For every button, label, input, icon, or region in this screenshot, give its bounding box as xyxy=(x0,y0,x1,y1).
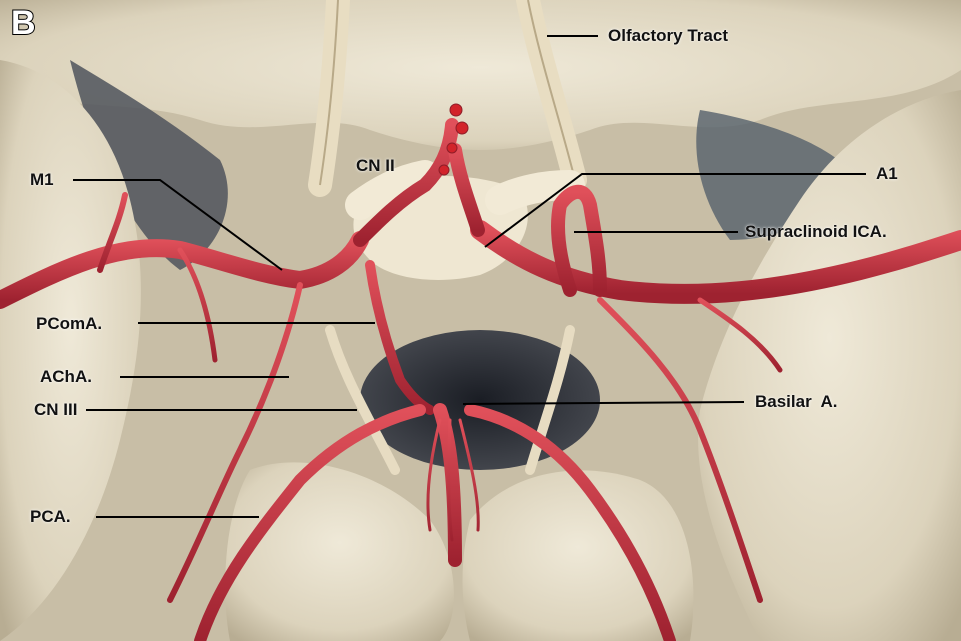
left-branch-1 xyxy=(177,247,218,363)
left-m1-artery xyxy=(0,231,369,309)
panel-letter: B xyxy=(10,4,37,42)
optic-nerve-left xyxy=(345,160,440,220)
central-perforators xyxy=(426,418,480,542)
label-olfactory-tract: Olfactory Tract xyxy=(608,26,728,45)
left-recess xyxy=(70,60,228,270)
label-m1: M1 xyxy=(30,170,54,189)
label-acha: AChA. xyxy=(40,367,92,386)
oculomotor-nerve-right xyxy=(525,325,575,475)
injection-markers xyxy=(438,103,469,176)
oculomotor-nerve-left xyxy=(325,325,400,475)
leader-m1 xyxy=(73,179,283,271)
basilar-artery xyxy=(433,403,462,567)
pcoma-artery xyxy=(365,260,435,415)
left-branch-2 xyxy=(97,192,128,273)
right-branch-1 xyxy=(597,297,763,603)
label-supraclinoid-ica: Supraclinoid ICA. xyxy=(745,222,887,241)
right-branch-2 xyxy=(697,297,783,373)
label-cn-iii: CN III xyxy=(34,400,78,419)
brainstem-right xyxy=(462,470,694,641)
supraclinoid-ica xyxy=(551,184,607,297)
leader-basilar xyxy=(462,401,745,405)
label-basilar-artery: Basilar A. xyxy=(755,392,838,411)
left-temporal-lobe xyxy=(0,60,141,641)
a1-artery-right xyxy=(448,143,485,237)
label-a1: A1 xyxy=(876,164,898,183)
label-cn-ii: CN II xyxy=(356,156,395,175)
left-acha-artery xyxy=(167,282,303,603)
label-pca: PCA. xyxy=(30,507,71,526)
arteries xyxy=(0,118,961,641)
leader-lines xyxy=(73,35,866,518)
optic-nerve-right xyxy=(485,170,585,215)
leader-a1 xyxy=(484,173,866,248)
label-pcoma: PComA. xyxy=(36,314,103,333)
olfactory-tract-left-edge xyxy=(319,0,339,186)
right-temporal-lobe xyxy=(698,90,961,641)
olfactory-tract-right-edge xyxy=(527,0,576,181)
right-m1-artery xyxy=(470,220,961,304)
left-pca-artery xyxy=(194,404,426,641)
right-pca-artery xyxy=(464,404,676,641)
frontal-lobe xyxy=(0,0,961,150)
